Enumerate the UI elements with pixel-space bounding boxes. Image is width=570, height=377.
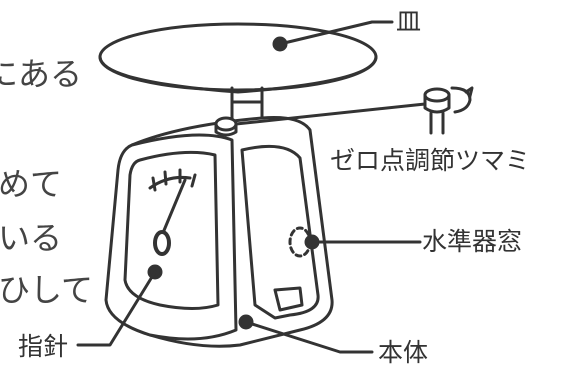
plate-label: 皿 xyxy=(396,7,422,36)
front-face xyxy=(104,133,238,341)
zero-knob-on-body xyxy=(214,116,238,132)
background-text-4: ひして xyxy=(0,271,94,309)
pointer-hub xyxy=(153,230,171,256)
pointer-leader xyxy=(76,270,157,347)
zero-knob-label: ゼロ点調節ツマミ xyxy=(330,146,531,175)
background-text-3: いる xyxy=(0,219,63,257)
pointer-needle xyxy=(158,178,187,242)
plate-leader xyxy=(278,20,394,46)
body-label: 本体 xyxy=(378,338,429,367)
pointer-label: 指針 xyxy=(18,332,69,361)
zero-knob-leader xyxy=(234,102,427,126)
level-window-label: 水準器窓 xyxy=(422,227,523,256)
zero-knob-enlarged xyxy=(423,87,451,103)
background-text-2: めて xyxy=(0,165,63,203)
plate-rim xyxy=(98,55,378,94)
background-text-1: にある xyxy=(0,55,83,93)
side-panel xyxy=(240,144,320,320)
dial-window xyxy=(123,150,220,310)
body-leader xyxy=(244,320,374,354)
